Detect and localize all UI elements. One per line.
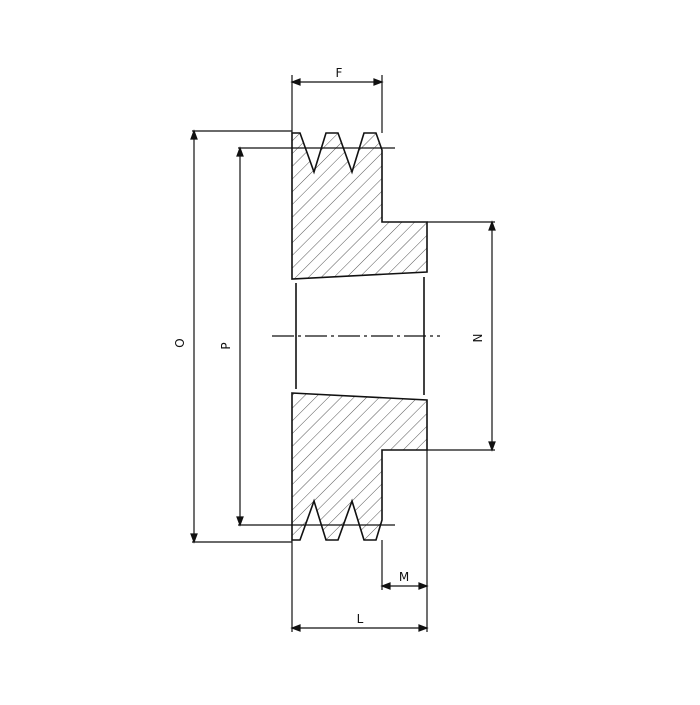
upper-section-hatch bbox=[291, 132, 428, 280]
dimension-label-o: O bbox=[173, 338, 187, 347]
extension-lines bbox=[192, 75, 495, 632]
dimension-label-f: F bbox=[336, 66, 343, 80]
dimension-label-p: P bbox=[219, 342, 233, 349]
lower-section-hatch bbox=[291, 392, 428, 541]
dimension-label-n: N bbox=[471, 334, 485, 343]
dimension-lines bbox=[190, 78, 496, 632]
dimension-label-m: M bbox=[399, 570, 409, 584]
dimension-label-l: L bbox=[357, 612, 364, 626]
